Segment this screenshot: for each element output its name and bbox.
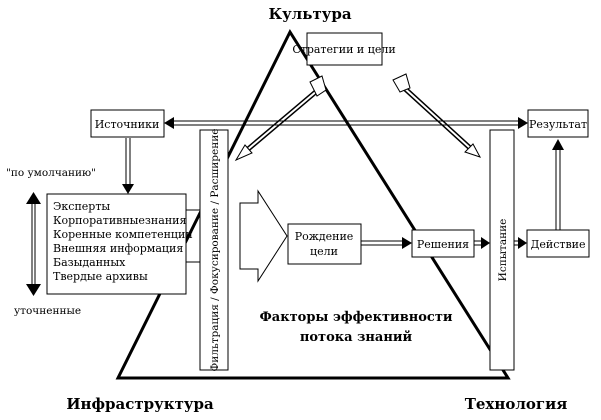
idea-birth-label-1: Рождение [295, 230, 354, 243]
testing-label: Испытание [497, 219, 509, 282]
technology-label: Технология [465, 395, 568, 413]
sources-label: Источники [95, 118, 160, 131]
scale-bottom-label: уточненные [14, 305, 81, 317]
sources-result-arrow [164, 117, 528, 129]
result-box [527, 109, 589, 138]
sources-list: Эксперты Корпоративныезнания Коренные ко… [53, 200, 193, 283]
strategies-label: Стратегии и цели [292, 43, 395, 56]
strategies-box [306, 32, 383, 66]
center-title-line-2: потока знаний [300, 330, 413, 345]
big-arrow [239, 189, 288, 283]
filtering-box [199, 129, 229, 371]
source-item: Корпоративныезнания [53, 214, 186, 227]
idea-decisions-arrow [361, 237, 412, 249]
culture-label: Культура [268, 5, 351, 23]
source-item: Базыданных [53, 256, 126, 269]
decisions-label: Решения [417, 238, 469, 251]
decisions-box [411, 229, 475, 258]
action-box [526, 229, 590, 258]
infrastructure-label: Инфраструктура [66, 395, 214, 413]
sources-down-arrow [122, 138, 134, 194]
source-item: Эксперты [53, 200, 110, 213]
strategy-arrow-left [234, 75, 327, 162]
center-title-line-1: Факторы эффективности [259, 310, 452, 325]
action-label: Действие [530, 238, 585, 251]
idea-birth-box [287, 223, 362, 265]
testing-box [489, 129, 515, 371]
source-item: Внешняя информация [53, 242, 183, 255]
idea-birth-label-2: цели [310, 245, 338, 258]
sources-box [90, 109, 165, 138]
result-label: Результат [529, 118, 587, 131]
scale-top-label: "по умолчанию" [6, 167, 96, 179]
scale-arrow [26, 192, 41, 296]
decisions-testing-arrow [474, 237, 490, 249]
action-result-arrow [552, 139, 564, 230]
testing-action-arrow [514, 237, 527, 249]
sources-list-box [46, 193, 187, 295]
filtering-label: Фильтрация / Фокусирование / Расширение [209, 129, 221, 372]
source-item: Твердые архивы [53, 270, 148, 283]
strategy-arrow-right [392, 73, 482, 158]
source-item: Коренные компетенции [53, 228, 193, 241]
